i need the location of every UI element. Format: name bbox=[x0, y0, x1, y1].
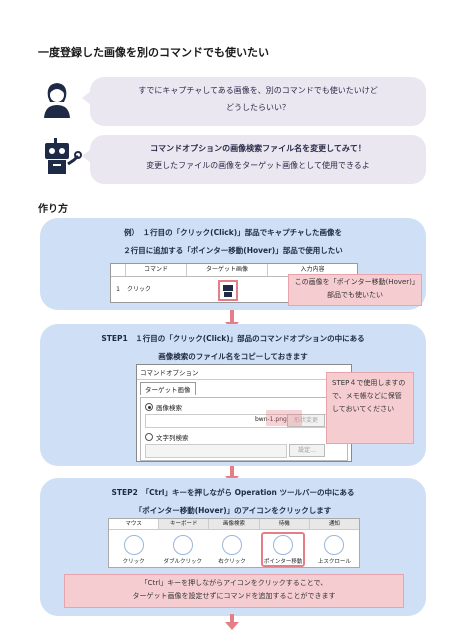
answer-line2: 変更したファイルの画像をターゲット画像として使用できるよ bbox=[146, 161, 370, 170]
radio-image-search[interactable] bbox=[145, 403, 153, 411]
tab-notify[interactable]: 通知 bbox=[309, 519, 360, 529]
tab-image-search[interactable]: 画像検索 bbox=[209, 519, 260, 529]
radio-text-search[interactable] bbox=[145, 433, 153, 441]
step1-note: STEP４で使用しますので、メモ帳などに保管しておいてください bbox=[326, 372, 414, 444]
step1-panel: STEP1 １行目の「クリック(Click)」部品のコマンドオプションの中にある… bbox=[40, 324, 426, 466]
answer-bubble: コマンドオプションの画像検索ファイル名を変更してみて！ 変更したファイルの画像を… bbox=[82, 135, 426, 184]
example-line2: ２行目に追加する「ポインター移動(Hover)」部品で使用したい bbox=[123, 246, 343, 255]
step2-line2: 「ポインター移動(Hover)」のアイコンをクリックします bbox=[134, 506, 332, 515]
person-icon bbox=[42, 80, 72, 118]
tab-target-image[interactable]: ターゲット画像 bbox=[140, 382, 196, 395]
mouse-click-icon bbox=[123, 535, 144, 555]
step2-line1: STEP2 「Ctrl」キーを押しながら Operation ツールバーの中にあ… bbox=[111, 488, 355, 497]
arrow-down-icon bbox=[230, 310, 234, 324]
settings-button[interactable]: 設定... bbox=[289, 444, 325, 457]
col-target-header: ターゲット画像 bbox=[187, 264, 268, 276]
robot-thumb-icon bbox=[223, 285, 233, 297]
answer-line1: コマンドオプションの画像検索ファイル名を変更してみて！ bbox=[150, 144, 366, 153]
example-panel: 例） １行目の「クリック(Click)」部品でキャプチャした画像を ２行目に追加… bbox=[40, 218, 426, 310]
robot-icon bbox=[42, 138, 82, 176]
col-command-header: コマンド bbox=[126, 264, 187, 276]
question-line1: すでにキャプチャしてある画像を、別のコマンドでも使いたいけど bbox=[138, 86, 378, 95]
tool-click[interactable]: クリック bbox=[114, 535, 154, 567]
question-line2: どうしたらいい？ bbox=[226, 103, 290, 112]
change-image-button[interactable]: 形状変更 bbox=[287, 414, 325, 427]
scroll-up-icon bbox=[324, 535, 345, 555]
tool-double-click[interactable]: ダブルクリック bbox=[163, 535, 203, 567]
filename-highlight bbox=[266, 410, 302, 426]
target-image-thumb[interactable] bbox=[218, 280, 238, 301]
arrow-down-icon bbox=[230, 466, 234, 478]
step1-line1: STEP1 １行目の「クリック(Click)」部品のコマンドオプションの中にある bbox=[101, 334, 365, 343]
row-number: 1 bbox=[116, 286, 120, 293]
step2-note: 「Ctrl」キーを押しながらアイコンをクリックすることで、 ターゲット画像を設定… bbox=[64, 574, 404, 608]
row-command: クリック bbox=[127, 286, 152, 293]
tool-hover[interactable]: ポインター移動 bbox=[261, 532, 306, 567]
arrow-head-icon bbox=[225, 622, 239, 630]
question-bubble: すでにキャプチャしてある画像を、別のコマンドでも使いたいけど どうしたらいい？ bbox=[82, 77, 426, 126]
tab-mouse[interactable]: マウス bbox=[109, 519, 160, 529]
window-title: コマンドオプション bbox=[137, 365, 351, 380]
col-input-header: 入力内容 bbox=[300, 266, 325, 273]
example-line1: 例） １行目の「クリック(Click)」部品でキャプチャした画像を bbox=[123, 228, 343, 237]
tool-scroll-up[interactable]: 上スクロール bbox=[314, 535, 354, 567]
mouse-double-click-icon bbox=[172, 535, 193, 555]
page-title: 一度登録した画像を別のコマンドでも使いたい bbox=[38, 46, 269, 59]
step2-panel: STEP2 「Ctrl」キーを押しながら Operation ツールバーの中にあ… bbox=[40, 478, 426, 616]
filename-field[interactable]: bwn-1.png bbox=[255, 416, 287, 423]
arrow-down-icon bbox=[230, 614, 234, 624]
mouse-right-click-icon bbox=[221, 535, 242, 555]
step1-line2: 画像検索のファイル名をコピーしておきます bbox=[158, 352, 308, 361]
radio-image-search-label: 画像検索 bbox=[156, 404, 182, 412]
tool-right-click[interactable]: 右クリック bbox=[212, 535, 252, 567]
tab-wait[interactable]: 待機 bbox=[259, 519, 310, 529]
section-title: 作り方 bbox=[38, 204, 68, 215]
example-note: この画像を「ポインター移動(Hover)」部品でも使いたい bbox=[288, 274, 422, 306]
pointer-move-icon bbox=[273, 535, 294, 555]
radio-text-search-label: 文字列検索 bbox=[156, 434, 189, 442]
table-row[interactable]: 1 クリック bbox=[111, 277, 357, 302]
command-option-window: コマンドオプション ターゲット画像 画像検索 bwn-1.png 形状変更 文字… bbox=[136, 364, 352, 462]
operation-toolbar: マウス キーボード 画像検索 待機 通知 クリック ダブルクリック 右クリック … bbox=[108, 518, 360, 568]
tab-keyboard[interactable]: キーボード bbox=[159, 519, 210, 529]
